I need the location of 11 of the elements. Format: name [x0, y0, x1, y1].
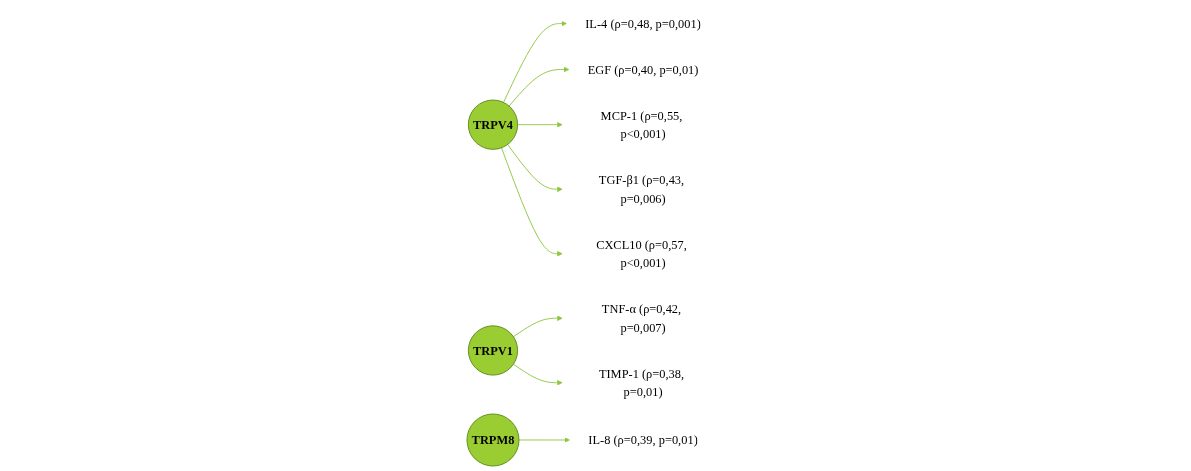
- node-text: IL-4 (ρ=0,48, p=0,001): [585, 16, 702, 31]
- node-text: TNF-α (ρ=0,42, p=0,007): [602, 302, 682, 335]
- node-text: IL-8 (ρ=0,39, p=0,01): [588, 433, 698, 447]
- node-circle: TRPV4: [468, 99, 519, 150]
- node-text: TIMP-1 (ρ=0,38, p=0,01): [599, 366, 685, 399]
- node-text: CXCL10 (ρ=0,57, p<0,001): [596, 237, 688, 270]
- node-text: MCP-1 (ρ=0,55, p<0,001): [600, 108, 683, 141]
- node-text: EGF (ρ=0,40, p=0,01): [587, 62, 699, 77]
- node-circle: TRPV1: [468, 325, 519, 376]
- node-circle: TRPM8: [466, 413, 520, 467]
- node-text: TGF-β1 (ρ=0,43, p=0,006): [599, 173, 685, 206]
